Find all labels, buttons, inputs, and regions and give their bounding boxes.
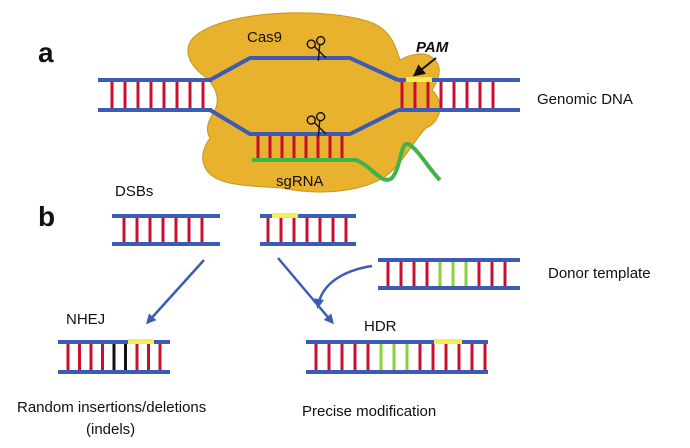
pam-mark bbox=[434, 339, 462, 344]
donor-template-label: Donor template bbox=[548, 265, 651, 282]
panel-label-b: b bbox=[38, 201, 55, 232]
precise-modification-label: Precise modification bbox=[302, 403, 436, 420]
pam-highlight bbox=[406, 77, 432, 82]
pam-mark bbox=[272, 213, 298, 218]
genomic-dna-right bbox=[398, 78, 520, 112]
hdr-product-dna bbox=[306, 339, 488, 374]
top-strand-unwound bbox=[209, 56, 399, 82]
genomic-dna-label: Genomic DNA bbox=[537, 91, 633, 108]
bottom-strand-unwound bbox=[208, 108, 399, 136]
cas9-label: Cas9 bbox=[247, 29, 282, 46]
sgrna-strand bbox=[252, 141, 442, 182]
panel-label-a: a bbox=[38, 37, 54, 68]
indels-label-line1: Random insertions/deletions bbox=[17, 399, 206, 416]
pam-mark bbox=[128, 339, 154, 344]
dsb-fragment-left bbox=[112, 214, 220, 246]
donor-template-dna bbox=[378, 258, 520, 290]
nhej-product-dna bbox=[58, 339, 170, 374]
arrow-donor-curve bbox=[314, 264, 373, 309]
nhej-label: NHEJ bbox=[66, 311, 105, 328]
arrow-to-nhej bbox=[145, 259, 205, 325]
sgrna-pairing bbox=[256, 136, 344, 158]
dsb-fragment-right bbox=[260, 213, 356, 246]
scissors-icon bbox=[306, 111, 327, 137]
dsbs-label: DSBs bbox=[115, 183, 153, 200]
sgrna-label: sgRNA bbox=[276, 173, 324, 190]
indels-label-line2: (indels) bbox=[86, 421, 135, 438]
pam-arrow bbox=[412, 57, 437, 77]
genomic-dna-left bbox=[98, 78, 212, 112]
arrow-to-hdr bbox=[277, 257, 334, 325]
pam-label: PAM bbox=[416, 39, 449, 56]
hdr-label: HDR bbox=[364, 318, 397, 335]
scissors-icon bbox=[306, 35, 327, 61]
